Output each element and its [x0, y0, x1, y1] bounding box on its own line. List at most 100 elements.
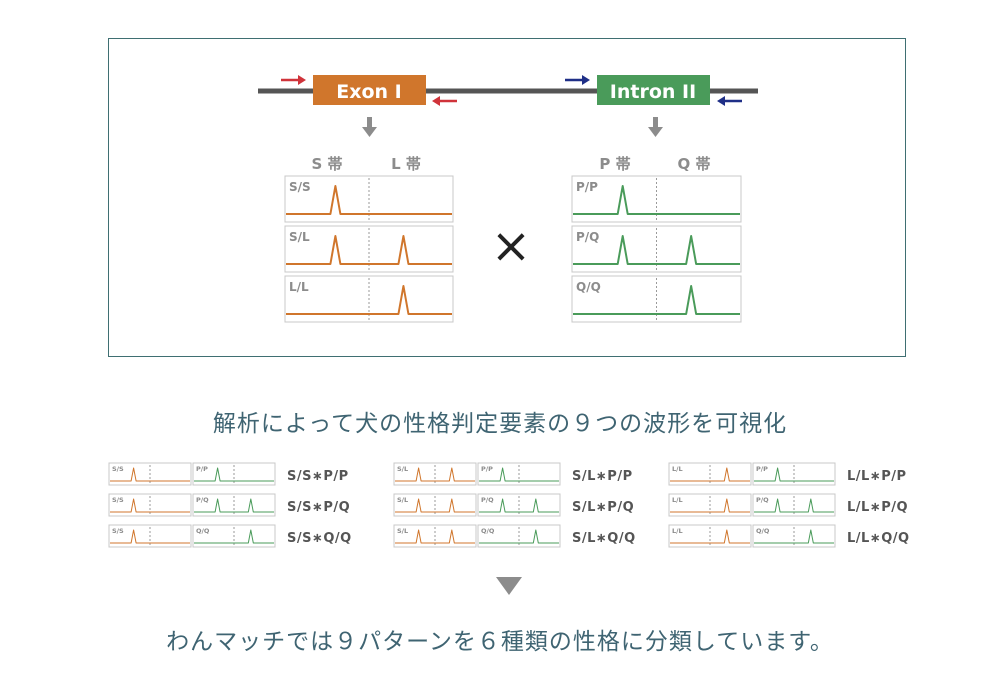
- times-symbol: ×: [491, 218, 531, 274]
- genotype-label: P/Q: [576, 230, 599, 244]
- combination-label: S/S∗P/Q: [287, 500, 350, 515]
- genotype-label: P/P: [196, 465, 208, 473]
- down-triangle-icon: [496, 577, 522, 595]
- waveform-trace: [479, 498, 559, 513]
- genotype-label: S/L: [397, 496, 408, 504]
- waveform-trace: [395, 529, 475, 544]
- waveform-trace: [754, 529, 834, 544]
- down-arrow-icon: [362, 117, 377, 137]
- genotype-label: Q/Q: [576, 280, 601, 294]
- waveform-trace: [110, 529, 190, 544]
- reverse-primer-red-arrow: [432, 96, 457, 106]
- combination-label: S/S∗Q/Q: [287, 531, 352, 546]
- waveform-trace: [110, 467, 190, 482]
- waveform-trace: [395, 498, 475, 513]
- combination-item: S/L P/P S/L∗P/P: [393, 462, 633, 486]
- genotype-label: L/L: [672, 465, 683, 473]
- waveform-panel: S/L: [393, 493, 477, 517]
- combination-label: S/L∗P/Q: [572, 500, 634, 515]
- genotype-label: Q/Q: [481, 527, 495, 535]
- headline-visualize: 解析によって犬の性格判定要素の９つの波形を可視化: [212, 411, 788, 437]
- genotype-label: P/Q: [196, 496, 209, 504]
- waveform-trace: [286, 285, 452, 315]
- combination-item: L/L Q/Q L/L∗Q/Q: [668, 524, 910, 548]
- combination-label: L/L∗P/Q: [847, 500, 908, 515]
- waveform-panel: P/Q: [192, 493, 276, 517]
- genotype-label: S/S: [112, 465, 124, 473]
- waveform-panel: L/L: [284, 275, 454, 323]
- waveform-trace: [194, 498, 274, 513]
- waveform-panel: L/L: [668, 493, 752, 517]
- combination-label: S/S∗P/P: [287, 469, 349, 484]
- waveform-panel: Q/Q: [192, 524, 276, 548]
- waveform-trace: [286, 235, 452, 265]
- waveform-panel: L/L: [668, 524, 752, 548]
- waveform-panel: P/P: [477, 462, 561, 486]
- genotype-label: P/P: [756, 465, 768, 473]
- reverse-primer-blue-arrow: [717, 96, 742, 106]
- combination-item: S/S P/P S/S∗P/P: [108, 462, 349, 486]
- waveform-panel: P/Q: [752, 493, 836, 517]
- genotype-label: S/L: [289, 230, 310, 244]
- waveform-trace: [670, 498, 750, 513]
- genotype-label: S/L: [397, 465, 408, 473]
- combination-item: S/L P/Q S/L∗P/Q: [393, 493, 634, 517]
- waveform-trace: [286, 185, 452, 215]
- down-arrow-icon: [648, 117, 663, 137]
- genotype-label: S/L: [397, 527, 408, 535]
- waveform-trace: [670, 529, 750, 544]
- waveform-trace: [395, 467, 475, 482]
- genotype-label: Q/Q: [196, 527, 210, 535]
- waveform-panel: S/S: [108, 524, 192, 548]
- combination-label: L/L∗P/P: [847, 469, 907, 484]
- genotype-label: L/L: [672, 496, 683, 504]
- combination-item: S/S Q/Q S/S∗Q/Q: [108, 524, 352, 548]
- waveform-trace: [479, 467, 559, 482]
- waveform-panel: Q/Q: [477, 524, 561, 548]
- genotype-label: Q/Q: [756, 527, 770, 535]
- exon-box: [313, 75, 426, 105]
- genotype-label: L/L: [672, 527, 683, 535]
- combination-item: S/S P/Q S/S∗P/Q: [108, 493, 350, 517]
- waveform-panel: S/S: [108, 493, 192, 517]
- waveform-panel: P/P: [752, 462, 836, 486]
- genotype-label: P/P: [481, 465, 493, 473]
- waveform-trace: [194, 529, 274, 544]
- forward-primer-blue-arrow: [565, 75, 590, 85]
- waveform-trace: [754, 467, 834, 482]
- waveform-trace: [670, 467, 750, 482]
- waveform-panel: Q/Q: [752, 524, 836, 548]
- combination-label: S/L∗P/P: [572, 469, 633, 484]
- waveform-panel: S/S: [108, 462, 192, 486]
- combination-item: L/L P/P L/L∗P/P: [668, 462, 907, 486]
- band-header-s: S 帯: [311, 155, 342, 173]
- genotype-label: P/Q: [481, 496, 494, 504]
- waveform-trace: [573, 285, 740, 315]
- waveform-panel: P/P: [192, 462, 276, 486]
- waveform-trace: [573, 235, 740, 265]
- waveform-trace: [479, 529, 559, 544]
- forward-primer-red-arrow: [281, 75, 306, 85]
- waveform-trace: [110, 498, 190, 513]
- combination-item: L/L P/Q L/L∗P/Q: [668, 493, 908, 517]
- genotype-label: P/Q: [756, 496, 769, 504]
- waveform-panel: S/L: [393, 524, 477, 548]
- genotype-label: S/S: [289, 180, 311, 194]
- genotype-label: S/S: [112, 496, 124, 504]
- combination-label: L/L∗Q/Q: [847, 531, 910, 546]
- waveform-panel: P/Q: [571, 225, 742, 273]
- intron-box: [597, 75, 710, 105]
- exon-label: Exon I: [336, 81, 402, 103]
- genotype-label: P/P: [576, 180, 598, 194]
- waveform-panel: S/L: [284, 225, 454, 273]
- waveform-trace: [573, 185, 740, 215]
- waveform-panel: P/Q: [477, 493, 561, 517]
- genotype-label: S/S: [112, 527, 124, 535]
- genotype-label: L/L: [289, 280, 309, 294]
- band-header-l: L 帯: [391, 155, 421, 173]
- waveform-panel: L/L: [668, 462, 752, 486]
- waveform-trace: [194, 467, 274, 482]
- waveform-panel: S/S: [284, 175, 454, 223]
